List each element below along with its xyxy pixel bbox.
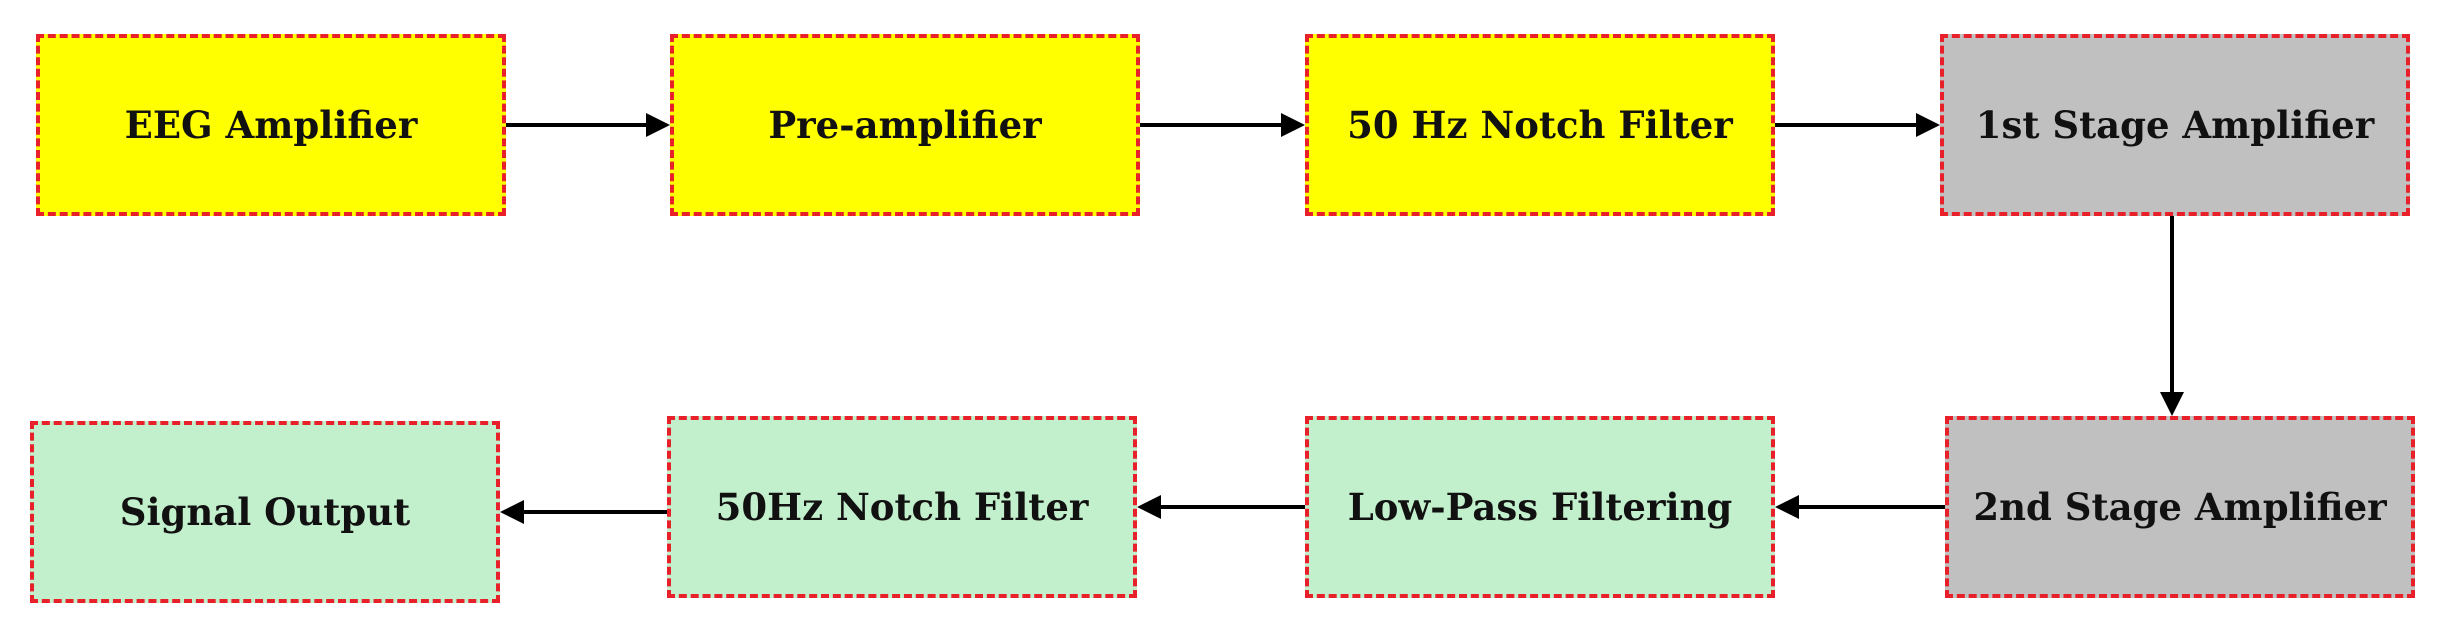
block-label: EEG Amplifier	[124, 103, 418, 147]
block-1st-stage-amplifier: 1st Stage Amplifier	[1940, 34, 2410, 216]
block-label: 1st Stage Amplifier	[1975, 103, 2375, 147]
block-low-pass-filtering: Low-Pass Filtering	[1305, 416, 1775, 598]
block-label: 50 Hz Notch Filter	[1347, 103, 1733, 147]
block-2nd-stage-amplifier: 2nd Stage Amplifier	[1945, 416, 2415, 598]
block-50hz-notch-filter: 50 Hz Notch Filter	[1305, 34, 1775, 216]
block-signal-output: Signal Output	[30, 421, 500, 603]
block-label: 50Hz Notch Filter	[715, 485, 1089, 529]
block-label: 2nd Stage Amplifier	[1973, 485, 2387, 529]
block-pre-amplifier: Pre-amplifier	[670, 34, 1140, 216]
block-eeg-amplifier: EEG Amplifier	[36, 34, 506, 216]
block-label: Signal Output	[119, 490, 411, 534]
block-label: Pre-amplifier	[768, 103, 1042, 147]
block-label: Low-Pass Filtering	[1347, 485, 1733, 529]
block-50hz-notch-filter-2: 50Hz Notch Filter	[667, 416, 1137, 598]
